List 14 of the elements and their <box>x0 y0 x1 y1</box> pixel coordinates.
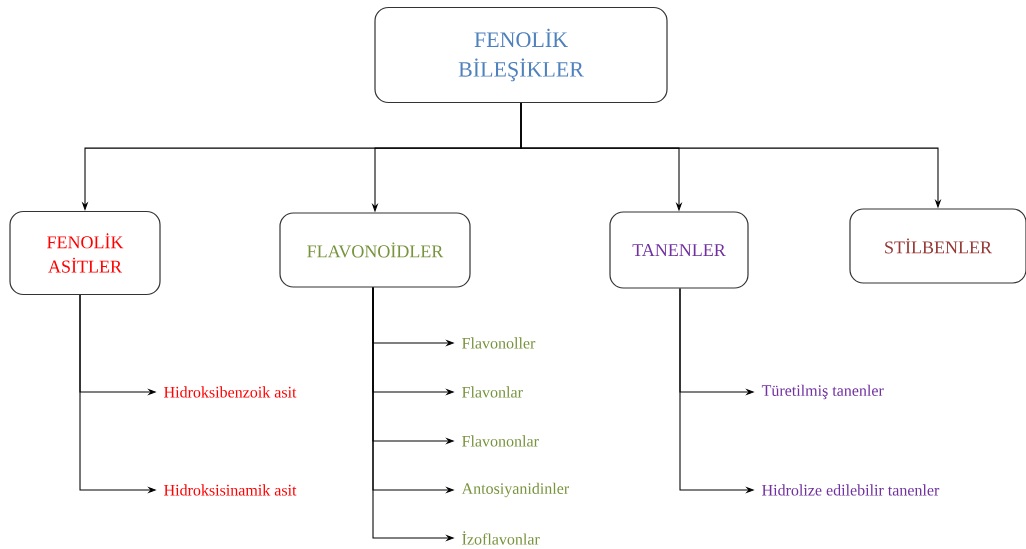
item-label: Antosiyanidinler <box>461 482 569 498</box>
item-label: Türetilmiş tanenler <box>761 384 884 400</box>
item-label: Hidroksibenzoik asit <box>164 386 297 398</box>
item-label: Flavononlar <box>462 435 539 447</box>
category-box: STİLBENLER <box>849 208 1026 284</box>
item-label: Flavonoller <box>462 337 536 349</box>
item-label: Hidrolize edilebilir tanenler <box>762 484 940 496</box>
category-box: FENOLİK ASİTLER <box>9 210 161 296</box>
category-box: FENOLİK BİLEŞİKLER <box>374 6 668 104</box>
item-label: İzoflavonlar <box>462 531 540 545</box>
item-label: Hidroksisinamik asit <box>164 484 297 496</box>
category-box: TANENLER <box>609 211 749 289</box>
item-label: Flavonlar <box>462 386 523 398</box>
category-box: FLAVONOİDLER <box>279 212 471 288</box>
